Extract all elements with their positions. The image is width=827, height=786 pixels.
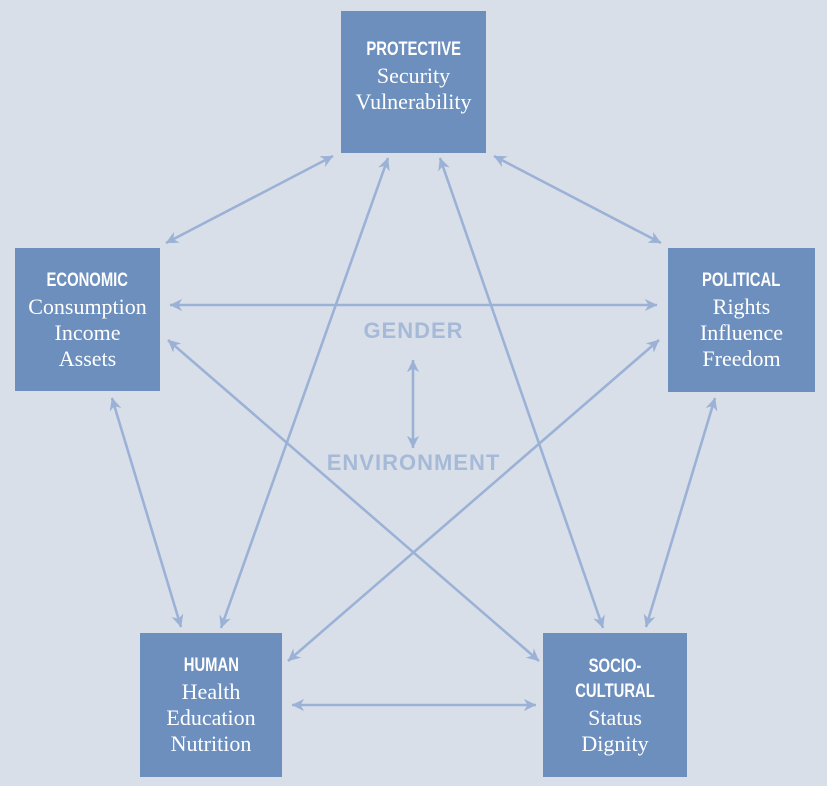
node-economic: ECONOMIC Consumption Income Assets xyxy=(15,248,160,391)
node-political-item-1: Influence xyxy=(699,320,784,345)
node-sociocultural: SOCIO-CULTURAL Status Dignity xyxy=(543,633,687,777)
arrow-economic-sociocultural xyxy=(167,339,540,662)
node-sociocultural-title: SOCIO-CULTURAL xyxy=(575,655,655,702)
node-sociocultural-item-1: Dignity xyxy=(581,730,649,756)
node-sociocultural-item-0: Status xyxy=(588,704,642,730)
arrow-economic-human xyxy=(109,397,184,628)
node-political-item-2: Freedom xyxy=(702,346,781,371)
node-human-item-2: Nutrition xyxy=(170,731,252,756)
node-economic-item-2: Assets xyxy=(58,345,117,371)
node-protective: PROTECTIVE Security Vulnerability xyxy=(341,11,486,153)
gender-label: GENDER xyxy=(363,318,464,343)
node-economic-item-0: Consumption xyxy=(28,293,147,319)
node-economic-title: ECONOMIC xyxy=(46,269,129,291)
node-political-title: POLITICAL xyxy=(702,270,781,291)
node-economic-item-1: Income xyxy=(54,319,121,345)
arrow-protective-economic xyxy=(165,154,334,245)
environment-label: ENVIRONMENT xyxy=(326,450,501,475)
node-human: HUMAN Health Education Nutrition xyxy=(140,633,282,777)
node-political-item-0: Rights xyxy=(712,294,771,319)
node-human-item-1: Education xyxy=(166,705,256,730)
arrow-protective-political xyxy=(493,154,662,245)
node-human-item-0: Health xyxy=(181,679,241,704)
arrow-political-sociocultural xyxy=(643,397,718,628)
arrow-political-human xyxy=(287,339,660,662)
arrow-protective-sociocultural xyxy=(438,157,605,629)
node-protective-item-1: Vulnerability xyxy=(355,89,472,114)
node-political: POLITICAL Rights Influence Freedom xyxy=(668,248,815,392)
arrow-protective-human xyxy=(219,157,390,629)
node-human-title: HUMAN xyxy=(183,655,239,676)
node-protective-title: PROTECTIVE xyxy=(366,39,461,60)
node-protective-item-0: Security xyxy=(376,63,451,88)
